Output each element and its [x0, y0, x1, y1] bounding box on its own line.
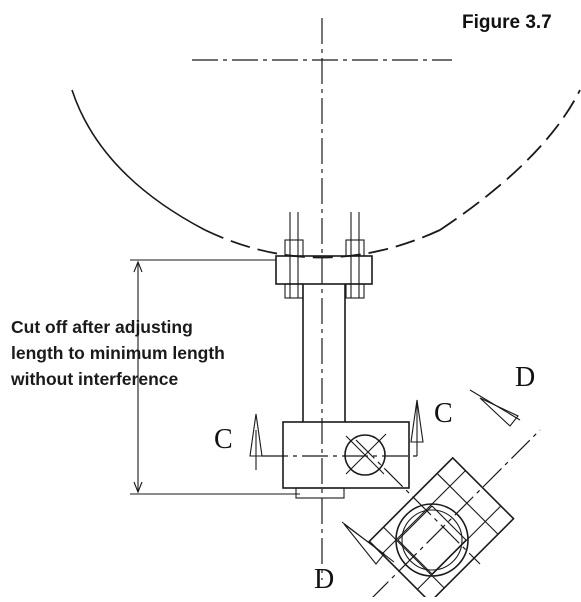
figure-label: Figure 3.7 — [462, 12, 552, 33]
pipe-section — [395, 503, 469, 577]
section-line-d-d — [369, 429, 541, 601]
section-arrow-d-top — [469, 389, 521, 427]
vessel-arc-right — [439, 89, 581, 231]
note-line: Cut off after adjusting — [11, 317, 193, 337]
section-arrow-c-right — [410, 399, 424, 456]
section-letter-c-right: C — [434, 398, 453, 429]
section-letter-c-left: C — [214, 424, 233, 455]
section-letter-d-bottom: D — [314, 564, 334, 595]
note-line: length to minimum length — [11, 343, 225, 363]
vessel-arc-bottom — [204, 229, 441, 259]
cut-off-note: Cut off after adjusting length to minimu… — [11, 314, 301, 392]
clamp-block — [262, 421, 418, 499]
pipe-clamp-axis — [355, 439, 481, 565]
note-line: without interference — [11, 369, 179, 389]
vessel-arc-left — [71, 89, 206, 231]
mounting-pad — [275, 255, 373, 285]
section-arrow-d-bottom — [341, 521, 395, 565]
support-rod — [302, 284, 346, 422]
section-arrow-c-left — [249, 413, 263, 470]
length-dimension — [130, 259, 300, 495]
section-letter-d-top: D — [515, 362, 535, 393]
